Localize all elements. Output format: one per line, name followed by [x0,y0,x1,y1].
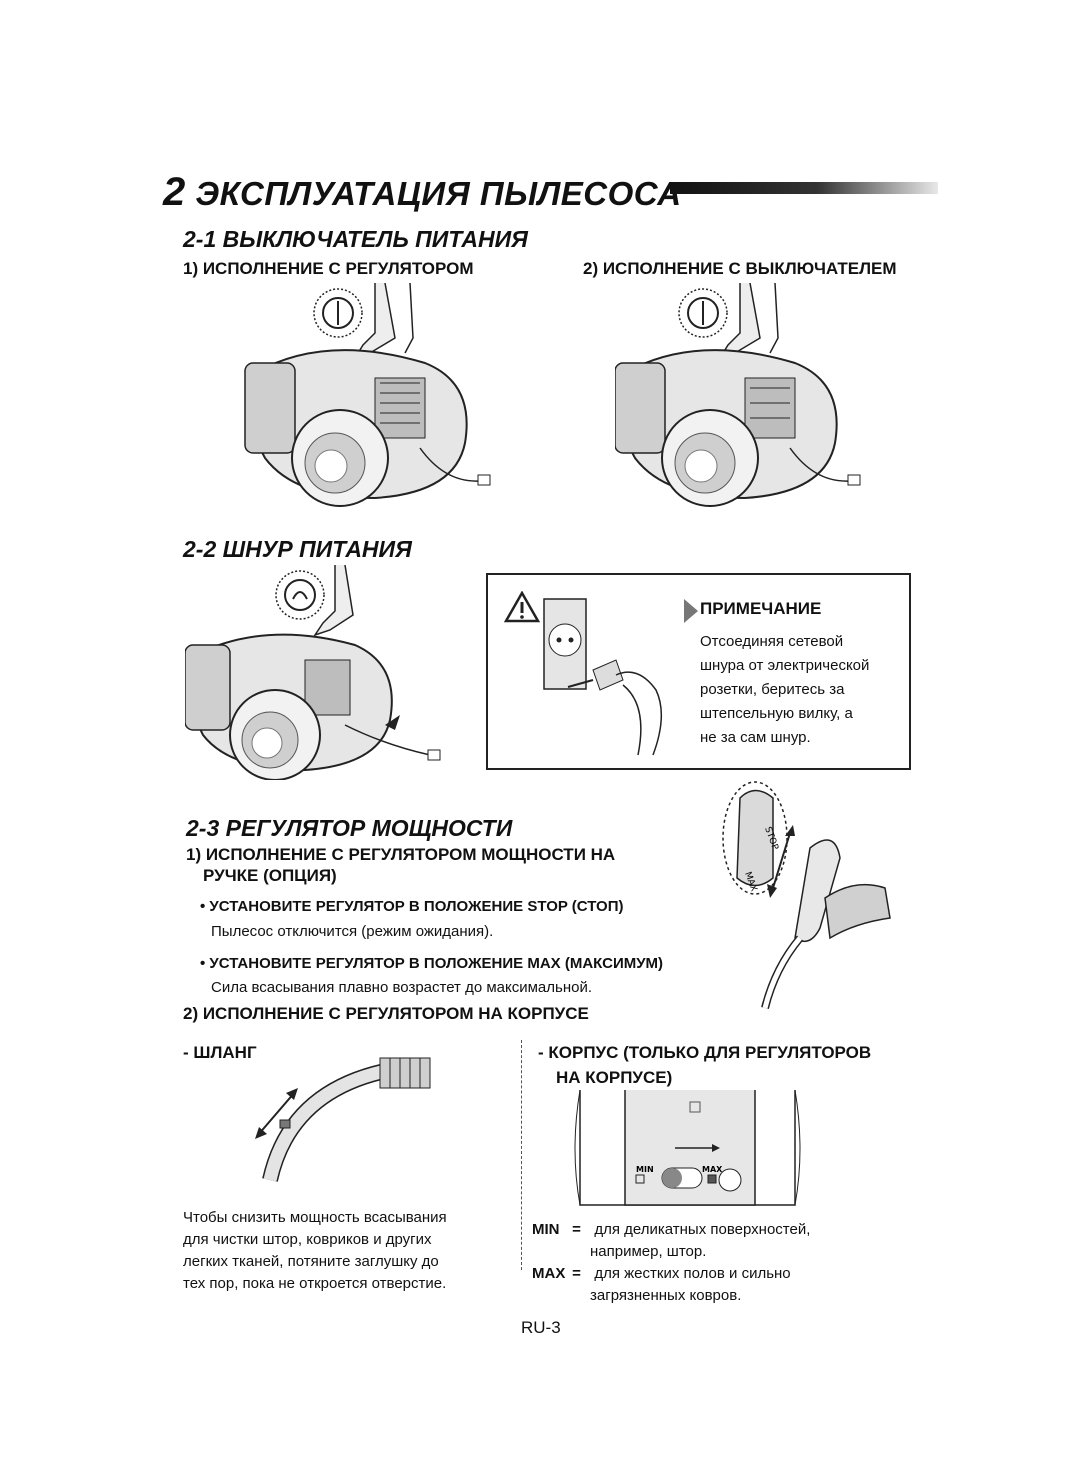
column-divider [521,1040,522,1270]
arrow-up-icon [785,825,795,836]
arrow-down-icon [767,884,777,898]
hose-text-line: для чистки штор, ковриков и других [183,1231,432,1248]
vacuum-cord-rewind-illustration [185,565,441,780]
hose-text-line: тех пор, пока не откроется отверстие. [183,1275,447,1292]
bullet-stop-text: Пылесос отключится (режим ожидания). [211,923,494,940]
note-marker-icon [684,599,698,623]
min-eq: = [572,1221,581,1238]
arrow-icon [255,1127,267,1139]
hose-text-line: легких тканей, потяните заглушку до [183,1253,439,1270]
body-dial-illustration: MIN MAX [574,1090,801,1206]
min-text-1: для деликатных поверхностей, [594,1221,811,1238]
arrow-icon [385,715,400,730]
body-label-2: НА КОРПУСЕ) [556,1068,673,1087]
note-text: Отсоединяя сетевой шнура от электрическо… [700,630,869,750]
arrow-right-icon [712,1144,720,1152]
bullet-stop: • УСТАНОВИТЕ РЕГУЛЯТОР В ПОЛОЖЕНИЕ STOP … [200,898,624,915]
s23-opt1-line1: 1) ИСПОЛНЕНИЕ С РЕГУЛЯТОРОМ МОЩНОСТИ НА [186,845,616,864]
hose-text: Чтобы снизить мощность всасывания для чи… [183,1207,447,1295]
note-line: шнура от электрической [700,657,870,674]
note-line: Отсоединяя сетевой [700,633,844,650]
s21-left-label: 1) ИСПОЛНЕНИЕ С РЕГУЛЯТОРОМ [183,259,474,278]
socket-plug-illustration [543,598,663,756]
bullet-max: • УСТАНОВИТЕ РЕГУЛЯТОР В ПОЛОЖЕНИЕ MAX (… [200,955,664,972]
s22-title: 2-2 ШНУР ПИТАНИЯ [183,536,412,562]
section-number: 2 [163,170,186,214]
handle-slider [736,789,774,887]
foot [353,283,396,360]
title-gradient-bar [670,182,938,194]
max-key: MAX [532,1265,566,1282]
hose-vent-slider [279,1119,291,1129]
s21-right-label: 2) ИСПОЛНЕНИЕ С ВЫКЛЮЧАТЕЛЕМ [583,259,897,278]
s23-opt1-line2: РУЧКЕ (ОПЦИЯ) [203,866,337,885]
warning-icon [504,591,540,623]
power-cord [419,447,481,482]
vacuum-pedal-illustration-right [615,283,861,507]
note-box: ПРИМЕЧАНИЕ Отсоединяя сетевой шнура от э… [486,573,911,770]
dial-min-label: MIN [636,1165,654,1174]
note-line: штепсельную вилку, а [700,705,853,722]
handle-regulator-illustration: STOP MAX [722,781,891,1009]
power-icon-badge [313,288,363,338]
note-heading: ПРИМЕЧАНИЕ [700,599,822,618]
section-title: 2 ЭКСПЛУАТАЦИЯ ПЫЛЕСОСА [163,170,682,215]
cord-rewind-icon [284,579,316,611]
power-icon [322,297,354,329]
vacuum-pedal-illustration-left [244,283,491,507]
body-label-1: - КОРПУС (ТОЛЬКО ДЛЯ РЕГУЛЯТОРОВ [538,1043,872,1062]
max-eq: = [572,1265,581,1282]
power-icon [687,297,719,329]
hose-text-line: Чтобы снизить мощность всасывания [183,1209,447,1226]
section-title-text: ЭКСПЛУАТАЦИЯ ПЫЛЕСОСА [195,175,682,212]
note-line: не за сам шнур. [700,729,811,746]
note-line: розетки, беритесь за [700,681,845,698]
max-text-1: для жестких полов и сильно [594,1265,791,1282]
dial-max-label: MAX [702,1165,723,1174]
s23-opt2: 2) ИСПОЛНЕНИЕ С РЕГУЛЯТОРОМ НА КОРПУСЕ [183,1004,589,1023]
page-number: RU-3 [521,1318,561,1337]
bullet-max-text: Сила всасывания плавно возрастет до макс… [211,979,593,996]
hose-label: - ШЛАНГ [183,1043,257,1062]
hose-illustration [255,1057,431,1182]
arrow-icon [286,1088,298,1100]
max-text-2: загрязненных ковров. [590,1287,742,1304]
power-icon-badge [678,288,728,338]
s21-title: 2-1 ВЫКЛЮЧАТЕЛЬ ПИТАНИЯ [183,226,528,252]
min-text-2: например, штор. [590,1243,707,1260]
s23-title: 2-3 РЕГУЛЯТОР МОЩНОСТИ [186,815,513,841]
min-max-legend: MIN = для деликатных поверхностей, напри… [532,1219,810,1307]
min-key: MIN [532,1221,560,1238]
